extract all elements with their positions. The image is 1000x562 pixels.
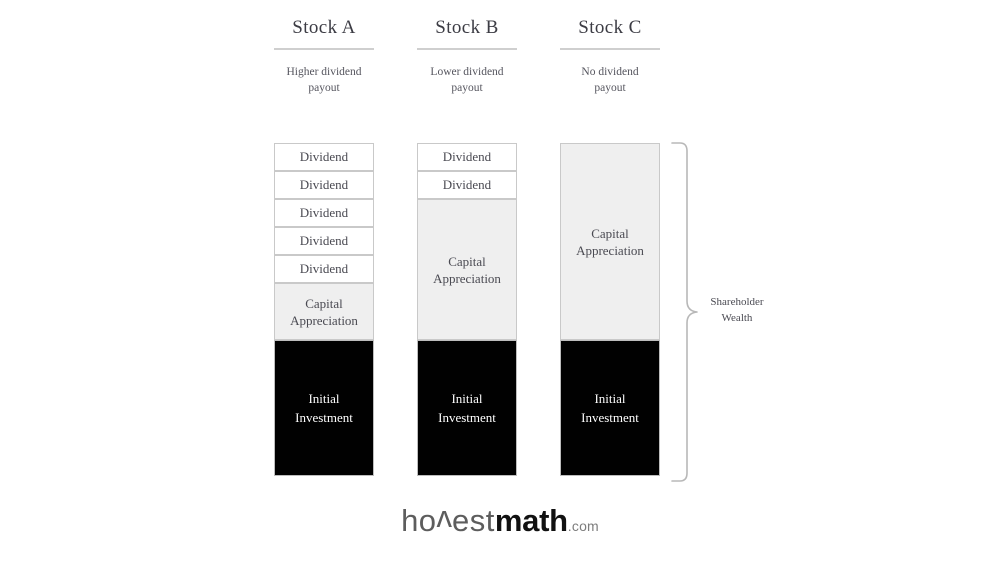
segment-label-line2: Appreciation (290, 312, 358, 328)
column-subtitle-line1: No dividend (581, 66, 639, 78)
column-subtitle: No dividend payout (530, 64, 690, 96)
column-subtitle-line2: payout (308, 82, 340, 94)
segment-label-line2: Investment (581, 410, 639, 425)
honestmath-logo[interactable]: hovestmath.com (0, 503, 1000, 539)
logo-part-tld: .com (567, 518, 599, 534)
segment-dividend: Dividend (274, 143, 374, 171)
segment-label: Dividend (299, 177, 349, 192)
bracket-label-line1: Shareholder (710, 296, 764, 308)
column-rule (417, 48, 517, 50)
segment-label-line2: Investment (295, 410, 353, 425)
logo-part-n-glyph: v (436, 504, 453, 539)
segment-label-line2: Appreciation (433, 270, 501, 286)
shareholder-wealth-label: Shareholder Wealth (677, 294, 797, 326)
segment-label: Dividend (299, 205, 349, 220)
segment-initial-investment: Initial Investment (274, 340, 374, 476)
column-title: Stock C (578, 17, 642, 38)
shareholder-wealth-bracket (670, 141, 702, 483)
column-rule (560, 48, 660, 50)
segment-label: Dividend (299, 261, 349, 276)
column-header-stock-c: Stock C No dividend payout (530, 16, 690, 96)
segment-label-line1: Capital (448, 253, 486, 269)
segment-capital-appreciation: Capital Appreciation (560, 143, 660, 340)
column-header-stock-b: Stock B Lower dividend payout (387, 16, 547, 96)
column-subtitle-line1: Lower dividend (430, 66, 504, 78)
bar-stock-b: Dividend Dividend Capital Appreciation I… (417, 143, 517, 476)
column-subtitle-line2: payout (451, 82, 483, 94)
segment-capital-appreciation: Capital Appreciation (417, 199, 517, 340)
column-subtitle-line1: Higher dividend (286, 66, 362, 78)
column-subtitle: Higher dividend payout (244, 64, 404, 96)
segment-initial-investment: Initial Investment (417, 340, 517, 476)
column-title: Stock B (435, 17, 499, 38)
segment-initial-investment: Initial Investment (560, 340, 660, 476)
segment-label-line1: Initial (451, 391, 483, 406)
logo-part-ho: ho (401, 503, 437, 538)
bracket-label-line2: Wealth (721, 312, 753, 324)
segment-dividend: Dividend (274, 227, 374, 255)
segment-dividend: Dividend (274, 171, 374, 199)
column-subtitle-line2: payout (594, 82, 626, 94)
segment-dividend: Dividend (417, 143, 517, 171)
segment-label-line1: Initial (594, 391, 626, 406)
bar-stock-a: Dividend Dividend Dividend Dividend Divi… (274, 143, 374, 476)
segment-label-line1: Capital (305, 295, 343, 311)
column-header-stock-a: Stock A Higher dividend payout (244, 16, 404, 96)
logo-part-math: math (494, 503, 568, 538)
column-rule (274, 48, 374, 50)
bar-stock-c: Capital Appreciation Initial Investment (560, 143, 660, 476)
segment-capital-appreciation: Capital Appreciation (274, 283, 374, 340)
column-subtitle: Lower dividend payout (387, 64, 547, 96)
segment-dividend: Dividend (417, 171, 517, 199)
segment-label-line1: Capital (591, 225, 629, 241)
segment-label-line2: Appreciation (576, 242, 644, 258)
segment-dividend: Dividend (274, 255, 374, 283)
segment-label: Dividend (299, 233, 349, 248)
segment-dividend: Dividend (274, 199, 374, 227)
segment-label: Dividend (442, 177, 492, 192)
column-title: Stock A (292, 17, 356, 38)
segment-label: Dividend (442, 149, 492, 164)
segment-label-line1: Initial (308, 391, 340, 406)
segment-label-line2: Investment (438, 410, 496, 425)
logo-part-est: est (452, 503, 495, 538)
curly-brace-icon (671, 142, 698, 482)
segment-label: Dividend (299, 149, 349, 164)
